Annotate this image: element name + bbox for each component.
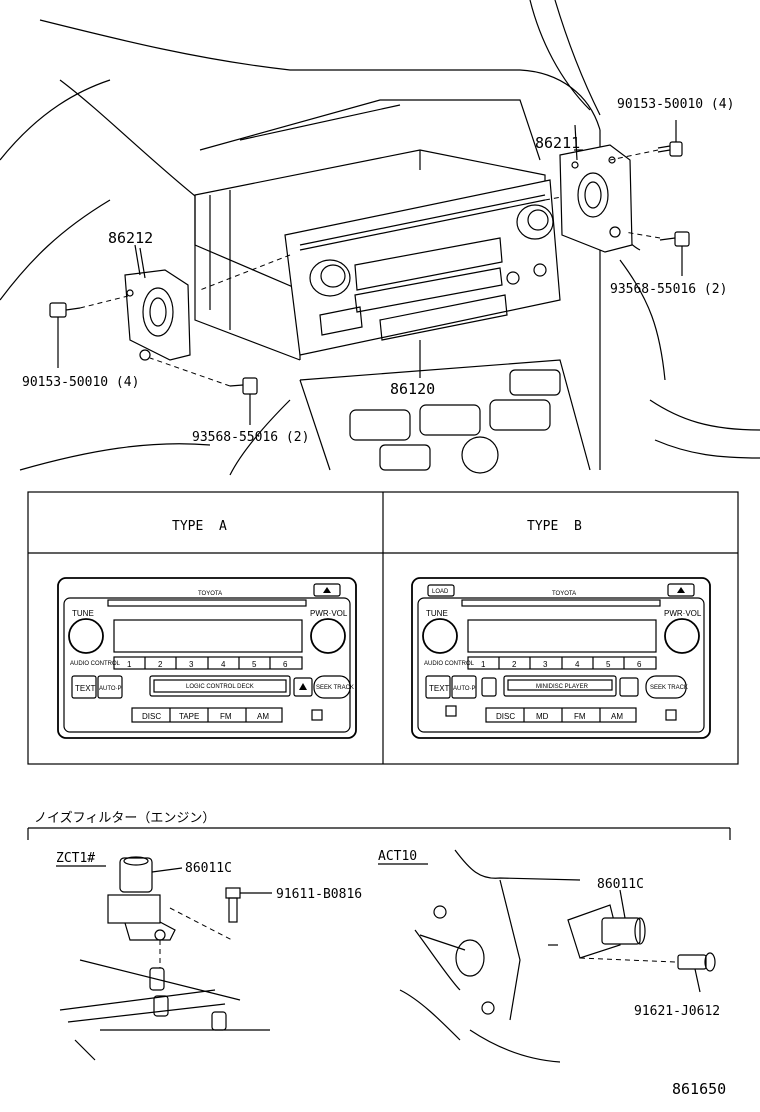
preset-6[interactable]: 6 — [637, 660, 642, 669]
panel-a-presets: 1 2 3 4 5 6 — [127, 657, 288, 669]
panel-a-seek-label: SEEK TRACK — [316, 685, 354, 691]
label-bolt-left-bottom: 93568-55016 (2) — [192, 430, 309, 445]
panel-a-am-button[interactable]: AM — [257, 712, 269, 721]
panel-b-slot-label: MINIDISC PLAYER — [536, 684, 589, 690]
panel-b-load-button[interactable] — [427, 584, 455, 597]
panel-a-slot-label: LOGIC CONTROL DECK — [186, 684, 254, 690]
panel-a-auto-button[interactable] — [97, 675, 123, 699]
diagram-id: 861650 — [672, 1080, 726, 1098]
panel-b-tune: TUNE — [426, 609, 448, 618]
panel-a-eject-button[interactable] — [293, 677, 313, 697]
label-86212: 86212 — [108, 229, 153, 247]
panel-b-am-button[interactable]: AM — [611, 712, 623, 721]
radio-unit-86120 — [194, 149, 591, 361]
label-bolt-right-mid: 93568-55016 (2) — [610, 282, 727, 297]
noise-filter-act — [399, 849, 716, 1063]
type-a-header: TYPE A — [172, 519, 227, 534]
preset-4[interactable]: 4 — [575, 660, 580, 669]
label-bolt-right-top: 90153-50010 (4) — [617, 97, 734, 112]
preset-4[interactable]: 4 — [221, 660, 226, 669]
panel-a-brand: TOYOTA — [198, 591, 222, 597]
noise-filter-title: ノイズフィルター（エンジン） — [34, 810, 215, 826]
panel-a-text-button[interactable] — [71, 675, 97, 699]
panel-b-md-button[interactable]: MD — [536, 712, 549, 721]
bolt-left — [49, 295, 129, 318]
label-zct-part: 86011C — [185, 861, 232, 876]
preset-1[interactable]: 1 — [127, 660, 132, 669]
preset-3[interactable]: 3 — [543, 660, 548, 669]
panel-a-audio-control: AUDIO CONTROL — [70, 661, 121, 667]
preset-5[interactable]: 5 — [606, 660, 611, 669]
zct-label: ZCT1# — [56, 851, 95, 866]
noise-filter-frame — [27, 827, 731, 840]
noise-filter-zct — [59, 856, 272, 1061]
panel-a-auto-label: AUTO·P — [99, 686, 122, 692]
radio-panel-type-b: LOAD TOYOTA TUNE PWR·VOL AUDIO CONTROL 1… — [411, 577, 711, 739]
type-b-header: TYPE B — [527, 519, 582, 534]
act-label: ACT10 — [378, 849, 417, 864]
label-bolt-left: 90153-50010 (4) — [22, 375, 139, 390]
panel-b-brand: TOYOTA — [552, 591, 576, 597]
panel-b-text-button[interactable] — [425, 675, 451, 699]
label-86120: 86120 — [390, 380, 435, 398]
label-act-part: 86011C — [597, 877, 644, 892]
preset-6[interactable]: 6 — [283, 660, 288, 669]
panel-a-disc-button[interactable]: DISC — [142, 712, 161, 721]
panel-b-pwr-vol: PWR·VOL — [664, 609, 702, 618]
bracket-86212 — [124, 244, 191, 361]
label-act-bolt: 91621-J0612 — [634, 1004, 720, 1019]
panel-a-pwr-vol: PWR·VOL — [310, 609, 348, 618]
bolt-right-mid — [624, 231, 690, 247]
leader-lines — [57, 120, 683, 425]
label-86211: 86211 — [535, 134, 580, 152]
panel-b-seek-button[interactable] — [645, 675, 687, 699]
label-zct-bolt: 91611-B0816 — [276, 887, 362, 902]
panel-b-logo-icon — [665, 709, 677, 721]
panel-a-fm-button[interactable]: FM — [220, 712, 232, 721]
panel-a-tape-button[interactable]: TAPE — [179, 712, 199, 721]
preset-2[interactable]: 2 — [512, 660, 517, 669]
bolt-right-top — [609, 141, 683, 161]
panel-a-tune: TUNE — [72, 609, 94, 618]
panel-b-auto-button[interactable] — [451, 675, 477, 699]
panel-b-fm-button[interactable]: FM — [574, 712, 586, 721]
panel-b-load-label: LOAD — [432, 589, 449, 595]
preset-2[interactable]: 2 — [158, 660, 163, 669]
type-table — [27, 491, 739, 765]
preset-3[interactable]: 3 — [189, 660, 194, 669]
panel-a-text-label: TEXT — [75, 684, 96, 693]
radio-panel-type-a: TOYOTA TUNE PWR·VOL AUDIO CONTROL 1 2 3 … — [57, 577, 357, 739]
preset-1[interactable]: 1 — [481, 660, 486, 669]
panel-b-auto-label: AUTO·P — [453, 686, 476, 692]
panel-b-eject-button[interactable] — [619, 677, 639, 697]
bracket-86211 — [559, 124, 633, 253]
preset-5[interactable]: 5 — [252, 660, 257, 669]
panel-b-seek-label: SEEK TRACK — [650, 685, 688, 691]
panel-b-md-logo-icon — [445, 705, 457, 717]
bolt-left-bottom — [149, 357, 258, 395]
panel-b-text-label: TEXT — [429, 684, 450, 693]
panel-a-logo-icon — [311, 709, 323, 721]
panel-b-disc-button[interactable]: DISC — [496, 712, 515, 721]
panel-b-audio-control: AUDIO CONTROL — [424, 661, 475, 667]
panel-a-seek-button[interactable] — [313, 675, 351, 699]
panel-b-rew-button[interactable] — [481, 677, 497, 697]
panel-b-presets: 1 2 3 4 5 6 — [481, 657, 642, 669]
